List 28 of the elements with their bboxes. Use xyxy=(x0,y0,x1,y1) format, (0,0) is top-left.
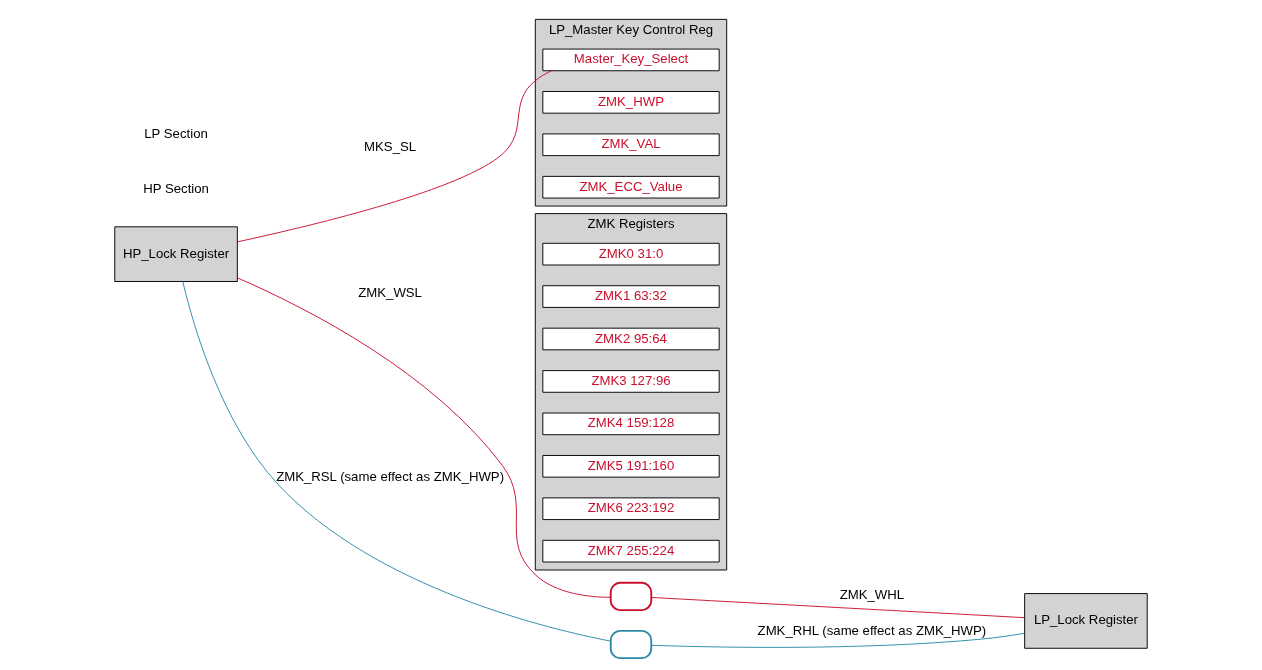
label: HP Section xyxy=(143,180,209,196)
edge-label: ZMK_WSL xyxy=(358,284,422,300)
node-box: ZMK_VAL xyxy=(542,133,720,157)
node-box: ZMK5 191:160 xyxy=(542,454,720,478)
node-box xyxy=(609,581,653,612)
label: LP Section xyxy=(144,125,208,141)
node-box: ZMK3 127:96 xyxy=(542,370,720,393)
node-box: ZMK7 255:224 xyxy=(542,539,720,563)
connector xyxy=(237,70,552,243)
node-box xyxy=(609,629,653,660)
node-box: ZMK_ECC_Value xyxy=(542,175,720,199)
node-box: ZMK1 63:32 xyxy=(542,285,720,308)
node-box: ZMK0 31:0 xyxy=(542,242,720,266)
connector xyxy=(650,597,1026,619)
connector xyxy=(651,632,1025,648)
connector xyxy=(237,277,611,598)
node-box: ZMK_HWP xyxy=(542,91,720,114)
node-box: ZMK2 95:64 xyxy=(542,327,720,351)
node-box: ZMK4 159:128 xyxy=(542,412,720,436)
node-box: HP_Lock Register xyxy=(114,226,238,282)
node-box: LP_Lock Register xyxy=(1024,593,1148,649)
node-box: ZMK6 223:192 xyxy=(542,497,720,521)
edge-label: ZMK_RSL (same effect as ZMK_HWP) xyxy=(276,468,505,484)
edge-label: ZMK_RHL (same effect as ZMK_HWP) xyxy=(757,623,987,639)
node-box: Master_Key_Select xyxy=(542,48,720,72)
edge-label: MKS_SL xyxy=(364,138,417,154)
connector xyxy=(182,281,612,642)
edge-label: ZMK_WHL xyxy=(839,587,905,603)
